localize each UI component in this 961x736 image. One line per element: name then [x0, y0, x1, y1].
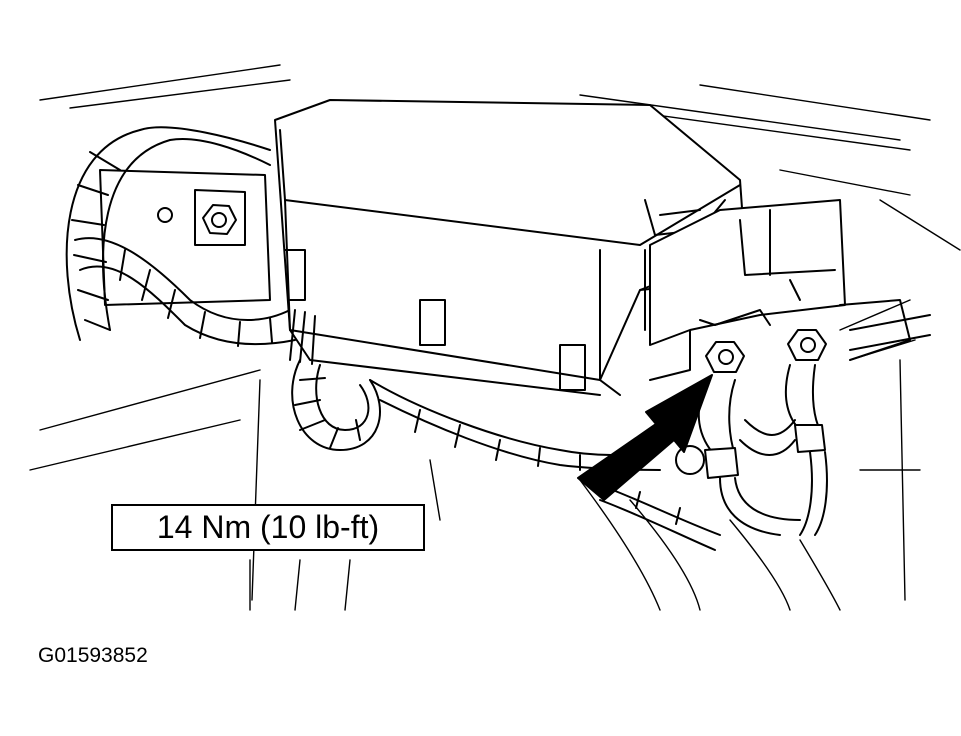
- ground-nut-secondary-icon: [787, 329, 827, 361]
- body-structure-lines: [29, 64, 961, 611]
- figure-id-label: G01593852: [38, 644, 148, 667]
- ground-nut-icon: [705, 341, 745, 373]
- ground-cables: [697, 364, 828, 536]
- left-mounting-bracket: [99, 169, 271, 306]
- cable-clamp: [675, 314, 931, 475]
- pointer-arrow-icon: [577, 374, 713, 501]
- torque-callout: 14 Nm (10 lb-ft): [111, 504, 425, 551]
- bracket-bolt-icon: [202, 204, 237, 235]
- torque-value-label: 14 Nm (10 lb-ft): [156, 509, 380, 545]
- wire-harness-left: [65, 126, 296, 347]
